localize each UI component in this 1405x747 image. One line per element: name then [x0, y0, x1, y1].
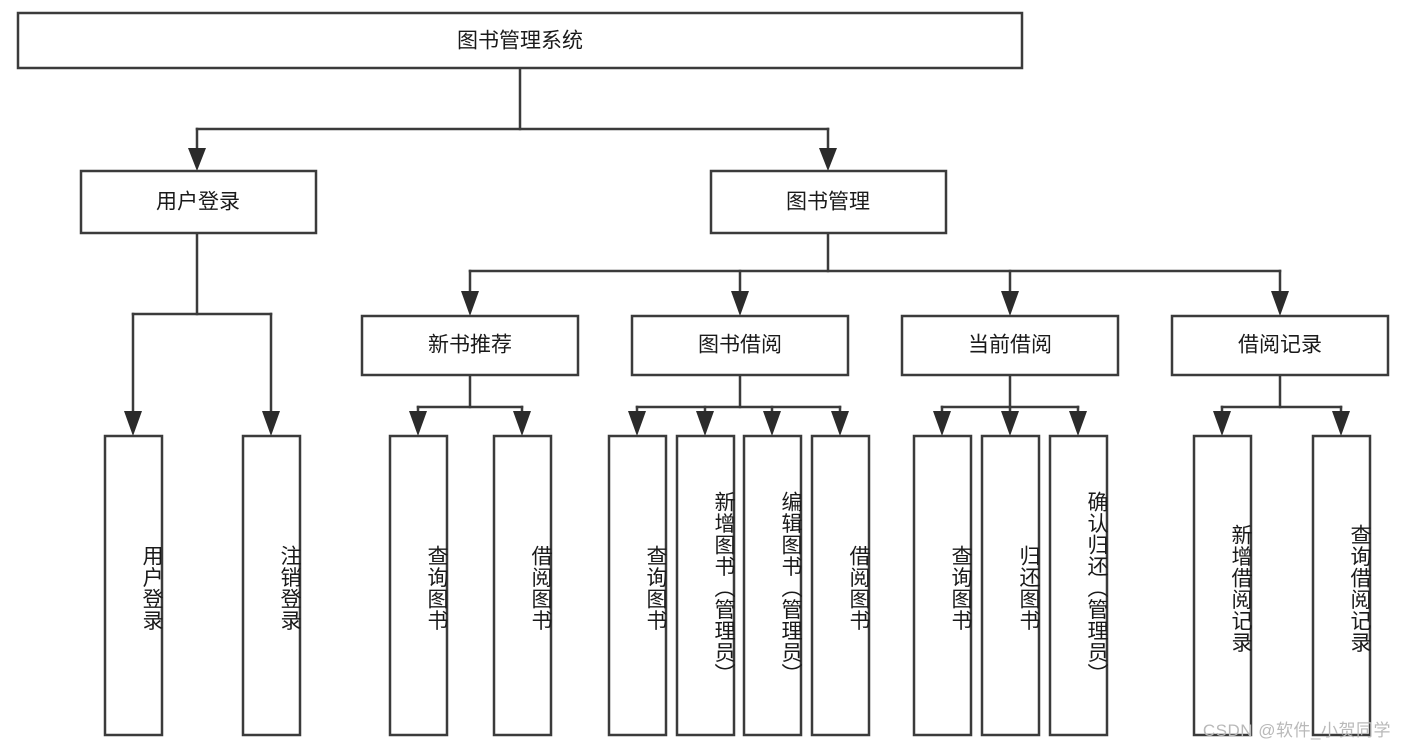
- node-box-leaf-nbr-1[interactable]: [388, 434, 449, 737]
- arrowhead-leaf-bb-2: [696, 411, 714, 436]
- arrowhead-new-book-recommend: [461, 291, 479, 316]
- node-box-leaf-cb-3[interactable]: [1048, 434, 1109, 737]
- connector-group-book-mgmt: [461, 231, 1289, 316]
- node-box-leaf-cb-2[interactable]: [980, 434, 1041, 737]
- node-label-book-borrow: 图书借阅: [698, 334, 782, 357]
- connector-group-book-borrow: [628, 373, 849, 436]
- node-box-leaf-bb-4[interactable]: [810, 434, 871, 737]
- connector-group-new-book-recommend: [409, 373, 531, 436]
- node-box-borrow-record[interactable]: [1170, 314, 1390, 377]
- arrowhead-current-borrow: [1001, 291, 1019, 316]
- arrowhead-leaf-user-login-1: [124, 411, 142, 436]
- node-box-leaf-bb-1[interactable]: [607, 434, 668, 737]
- node-box-user-login[interactable]: [79, 169, 318, 235]
- node-box-leaf-user-login-2[interactable]: [241, 434, 302, 737]
- connector-group-borrow-record: [1213, 373, 1350, 436]
- arrowhead-borrow-record: [1271, 291, 1289, 316]
- node-label-book-management: 图书管理: [786, 191, 870, 214]
- node-label-current-borrow: 当前借阅: [968, 334, 1052, 357]
- node-box-root[interactable]: [16, 11, 1024, 70]
- node-box-leaf-cb-1[interactable]: [912, 434, 973, 737]
- node-box-leaf-bb-3[interactable]: [742, 434, 803, 737]
- arrowhead-book-borrow: [731, 291, 749, 316]
- arrowhead-leaf-bb-4: [831, 411, 849, 436]
- arrowhead-root-to-book-mgmt: [819, 148, 837, 171]
- node-box-leaf-br-1[interactable]: [1192, 434, 1253, 737]
- arrowhead-leaf-nbr-2: [513, 411, 531, 436]
- node-box-current-borrow[interactable]: [900, 314, 1120, 377]
- arrowhead-leaf-br-2: [1332, 411, 1350, 436]
- node-label-borrow-record: 借阅记录: [1238, 334, 1322, 357]
- connector-group-user-login: [124, 231, 280, 436]
- arrowhead-root-to-user-login: [188, 148, 206, 171]
- node-box-leaf-br-2[interactable]: [1311, 434, 1372, 737]
- arrowhead-leaf-nbr-1: [409, 411, 427, 436]
- node-label-root: 图书管理系统: [457, 30, 583, 53]
- arrowhead-leaf-bb-1: [628, 411, 646, 436]
- arrowhead-leaf-cb-2: [1001, 411, 1019, 436]
- node-label-new-book-recommend: 新书推荐: [428, 334, 512, 357]
- node-box-leaf-nbr-2[interactable]: [492, 434, 553, 737]
- csdn-watermark: CSDN @软件_小贺同学: [1202, 721, 1391, 740]
- arrowhead-leaf-cb-1: [933, 411, 951, 436]
- node-box-leaf-user-login-1[interactable]: [103, 434, 164, 737]
- node-box-book-borrow[interactable]: [630, 314, 850, 377]
- node-box-book-management[interactable]: [709, 169, 948, 235]
- arrowhead-leaf-bb-3: [763, 411, 781, 436]
- arrowhead-leaf-cb-3: [1069, 411, 1087, 436]
- connector-group-root: [188, 66, 837, 171]
- node-box-new-book-recommend[interactable]: [360, 314, 580, 377]
- node-box-leaf-bb-2[interactable]: [675, 434, 736, 737]
- arrowhead-leaf-user-login-2: [262, 411, 280, 436]
- arrowhead-leaf-br-1: [1213, 411, 1231, 436]
- connector-group-current-borrow: [933, 373, 1087, 436]
- node-label-user-login: 用户登录: [156, 191, 240, 214]
